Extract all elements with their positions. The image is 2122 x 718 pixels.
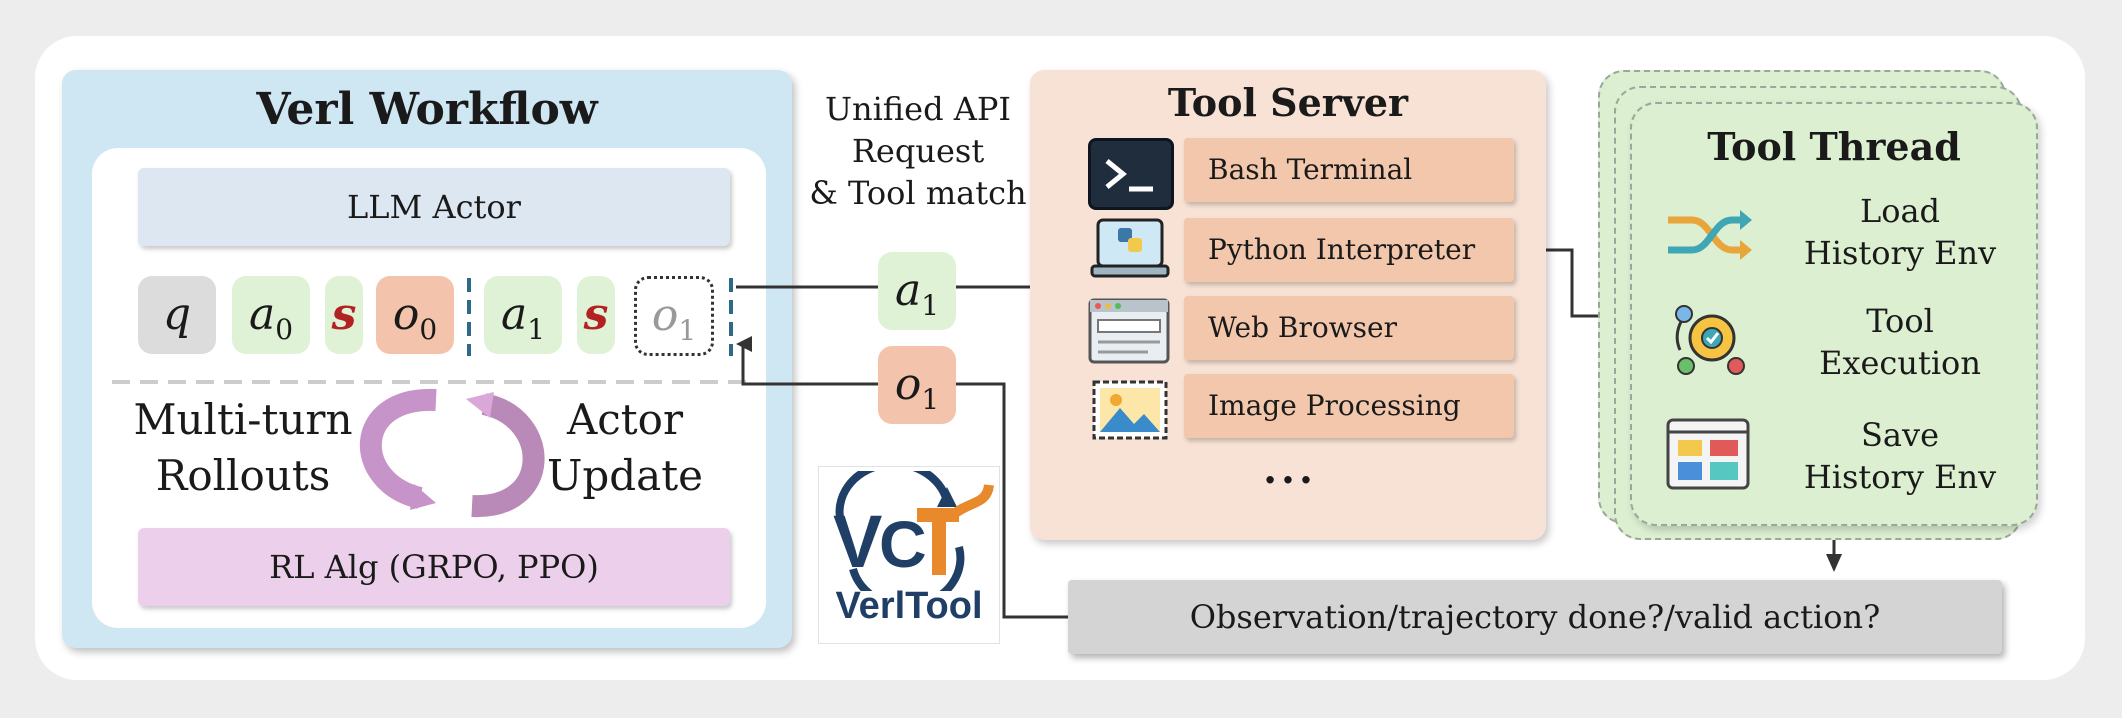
python-interpreter-icon xyxy=(1090,218,1170,278)
thread-step-save-line2: History Env xyxy=(1803,458,1997,496)
llm-actor-bar: LLM Actor xyxy=(138,168,730,246)
shuffle-icon xyxy=(1668,210,1752,260)
thread-step-save-line1: Save xyxy=(1860,416,1939,454)
token-a0: a0 xyxy=(232,276,310,354)
verltool-logo: V C VerlTool xyxy=(818,466,1000,644)
tool-python-interpreter: Python Interpreter xyxy=(1184,218,1514,282)
tool-image-processing: Image Processing xyxy=(1184,374,1514,438)
thread-step-execution-line1: Tool xyxy=(1866,302,1934,340)
token-s-first: s xyxy=(325,276,363,354)
actor-line2: Update xyxy=(547,451,703,500)
verltool-logo-mark: V C xyxy=(833,471,994,591)
thread-step-load-line1: Load xyxy=(1859,192,1941,230)
rl-alg-bar: RL Alg (GRPO, PPO) xyxy=(138,528,730,606)
verltool-logo-text: VerlTool xyxy=(835,585,983,627)
token-s-second: s xyxy=(577,276,615,354)
observation-check-box: Observation/trajectory done?/valid actio… xyxy=(1068,580,2002,654)
gear-execution-icon xyxy=(1675,305,1745,375)
actor-update-label: Actor Update xyxy=(530,392,720,504)
tool-thread-title: Tool Thread xyxy=(1707,124,1961,169)
token-q: q xyxy=(138,276,216,354)
terminal-icon xyxy=(1088,138,1174,210)
tool-server-title: Tool Server xyxy=(1167,80,1409,125)
save-layout-icon xyxy=(1666,418,1750,490)
thread-step-save: Save History Env xyxy=(1790,414,2010,498)
terminal-prompt-glyph xyxy=(1105,159,1153,192)
image-processing-icon xyxy=(1092,380,1168,440)
svg-text:V: V xyxy=(833,500,882,583)
thread-step-load-line2: History Env xyxy=(1803,234,1997,272)
actor-line1: Actor xyxy=(566,395,684,444)
multiturn-line1: Multi-turn xyxy=(133,395,353,444)
api-line3: & Tool match xyxy=(809,174,1027,212)
more-tools-ellipsis: ... xyxy=(1263,446,1317,493)
api-line1: Unified API xyxy=(824,90,1012,128)
verl-workflow-title: Verl Workflow xyxy=(256,84,598,135)
tool-web-browser: Web Browser xyxy=(1184,296,1514,360)
thread-step-execution: Tool Execution xyxy=(1790,300,2010,384)
thread-step-load: Load History Env xyxy=(1790,190,2010,274)
multiturn-rollouts-label: Multi-turn Rollouts xyxy=(128,392,358,504)
token-o0: o0 xyxy=(376,276,454,354)
web-browser-icon xyxy=(1088,298,1170,364)
thread-step-execution-line2: Execution xyxy=(1819,344,1981,382)
action-a1-message: a1 xyxy=(878,252,956,330)
token-a1: a1 xyxy=(484,276,562,354)
tool-bash-terminal: Bash Terminal xyxy=(1184,138,1514,202)
unified-api-label: Unified API Request & Tool match xyxy=(808,88,1028,214)
token-o1-pending: o1 xyxy=(634,276,714,356)
api-line2: Request xyxy=(851,132,985,170)
observation-o1-message: o1 xyxy=(878,346,956,424)
multiturn-line2: Rollouts xyxy=(155,451,331,500)
